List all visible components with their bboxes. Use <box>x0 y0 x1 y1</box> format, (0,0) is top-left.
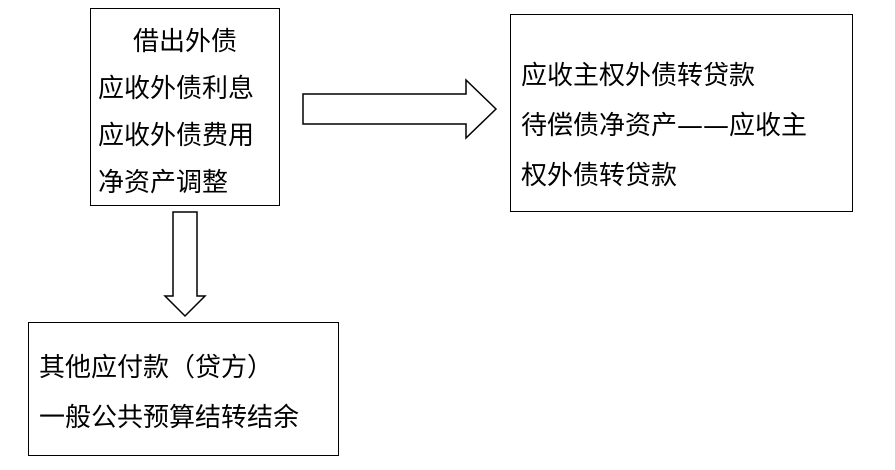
right-arrow <box>302 78 498 140</box>
entry-sovereign-loan-receivable: 应收主权外债转贷款 <box>521 61 756 91</box>
entry-loan-outgoing: 借出外债 <box>132 27 237 57</box>
down-arrow <box>163 211 207 318</box>
entry-net-asset-adjustment: 净资产调整 <box>98 168 229 198</box>
entry-net-asset-pending-repayment: 待偿债净资产——应收主 <box>521 111 808 141</box>
entry-budget-carryover-surplus: 一般公共预算结转结余 <box>39 403 300 433</box>
entry-net-asset-pending-repayment-cont: 权外债转贷款 <box>521 161 678 191</box>
entry-interest-receivable: 应收外债利息 <box>98 74 255 104</box>
entry-other-payables-credit: 其他应付款（贷方） <box>39 353 274 383</box>
source-entries-box: 借出外债 应收外债利息 应收外债费用 净资产调整 <box>90 8 280 206</box>
entry-fees-receivable: 应收外债费用 <box>98 121 255 151</box>
settlement-box: 其他应付款（贷方） 一般公共预算结转结余 <box>28 322 339 456</box>
sovereign-loan-box: 应收主权外债转贷款 待偿债净资产——应收主 权外债转贷款 <box>510 14 853 212</box>
